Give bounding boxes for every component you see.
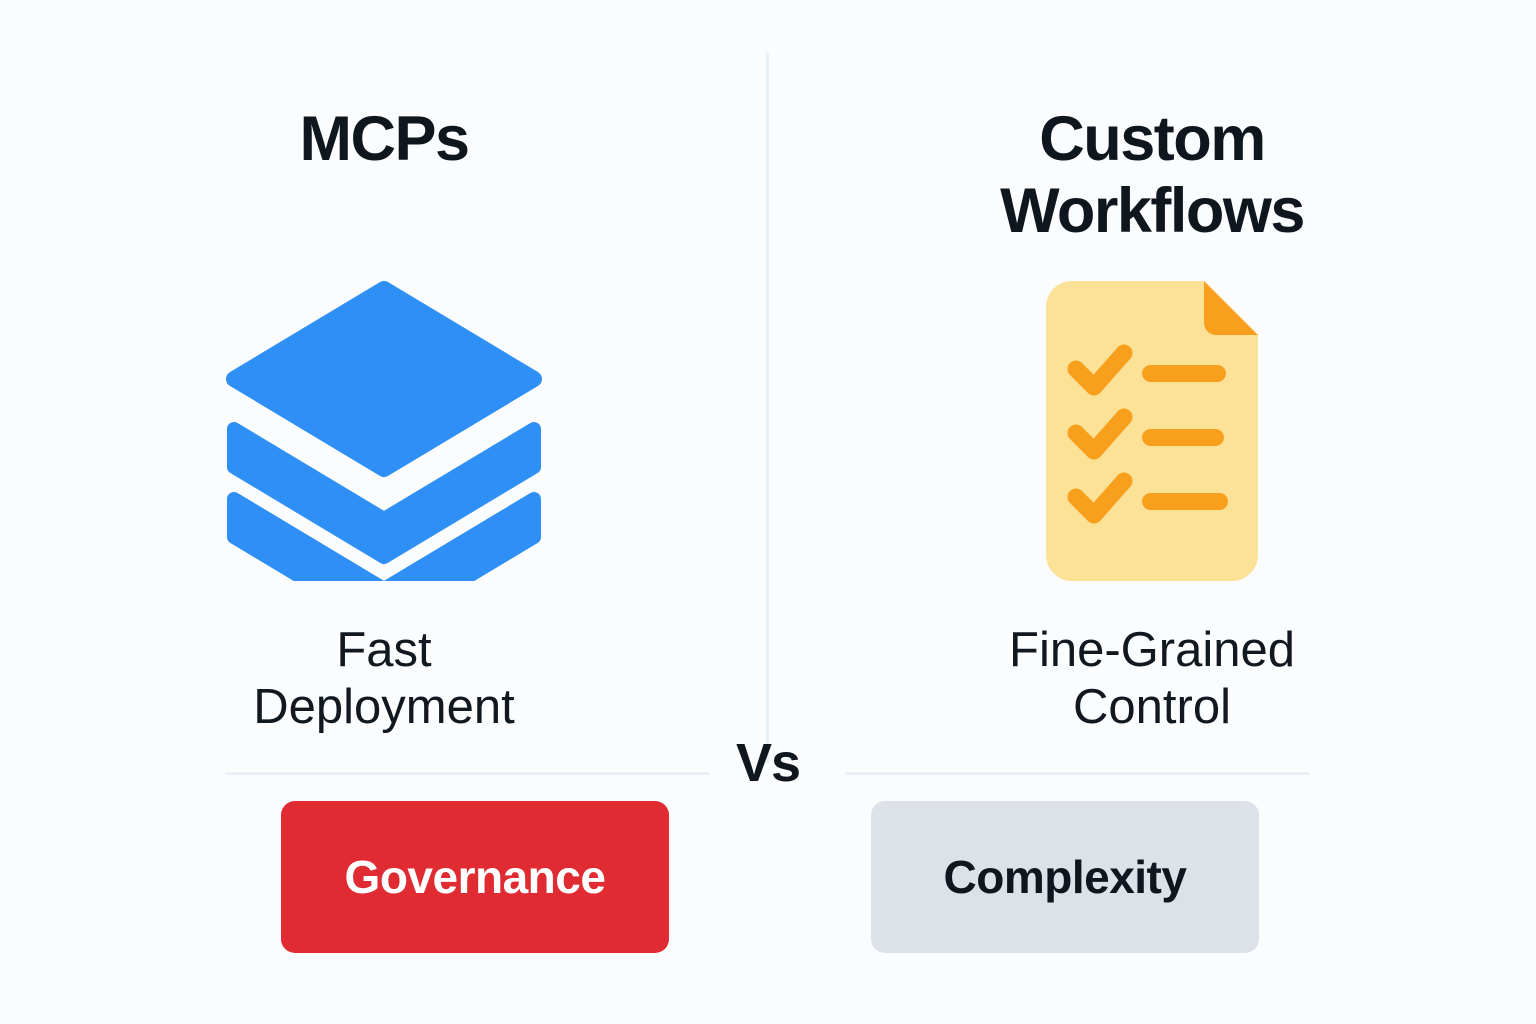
- column-caption-custom-workflows: Fine-Grained Control: [1009, 623, 1295, 735]
- column-custom-workflows: Custom Workflows Fine-Grained Control: [768, 0, 1536, 1024]
- pill-governance[interactable]: Governance: [281, 801, 669, 953]
- checkmark-2: [1067, 408, 1133, 460]
- column-caption-mcps: Fast Deployment: [253, 623, 515, 735]
- checklist-document-icon: [768, 272, 1536, 590]
- layers-icon-bottom-layer: [227, 492, 541, 581]
- column-title-custom-workflows: Custom Workflows: [1000, 104, 1305, 246]
- checklist-line-3: [1142, 493, 1228, 510]
- column-mcps: MCPs Fast Deployment: [0, 104, 768, 735]
- document-folded-corner: [1204, 281, 1258, 335]
- column-title-mcps: MCPs: [299, 104, 470, 174]
- pill-complexity[interactable]: Complexity: [871, 801, 1259, 953]
- checklist-line-2: [1142, 429, 1224, 446]
- checkmark-3: [1067, 472, 1133, 524]
- versus-label: Vs: [735, 733, 801, 793]
- layers-icon: [0, 272, 768, 590]
- layers-icon-middle-layer: [227, 422, 541, 564]
- checklist-line-1: [1142, 365, 1226, 382]
- vertical-divider: [766, 52, 769, 764]
- layers-icon-top-layer: [226, 281, 542, 477]
- horizontal-divider-left: [225, 772, 710, 775]
- checkmark-1: [1067, 344, 1133, 396]
- horizontal-divider-right: [845, 772, 1310, 775]
